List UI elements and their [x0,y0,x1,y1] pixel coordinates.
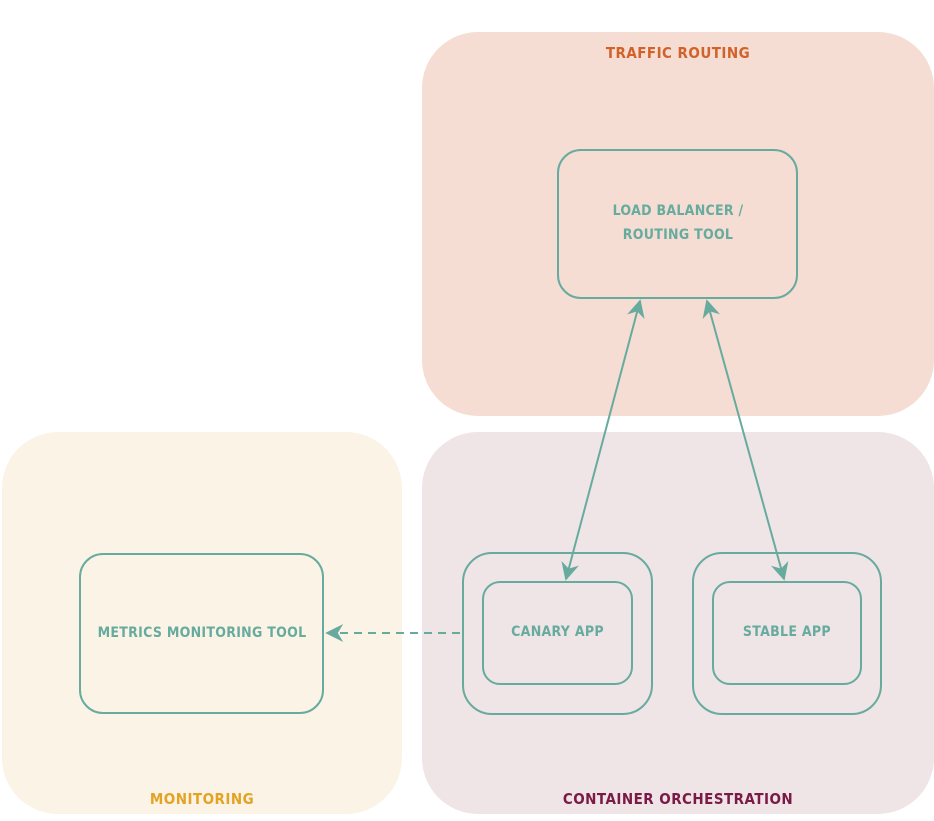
load-balancer-node[interactable]: LOAD BALANCER / ROUTING TOOL [557,149,798,299]
metrics-monitoring-node[interactable]: METRICS MONITORING TOOL [79,553,324,714]
metrics-monitoring-label: METRICS MONITORING TOOL [97,624,306,641]
container-orchestration-title: CONTAINER ORCHESTRATION [562,790,794,808]
traffic-routing-title: TRAFFIC ROUTING [605,44,751,62]
canary-app-container [462,552,653,715]
monitoring-zone: MONITORING [2,432,402,814]
container-orchestration-zone: CONTAINER ORCHESTRATION [422,432,934,814]
monitoring-title: MONITORING [149,790,255,808]
canary-app-node[interactable]: CANARY APP [482,581,633,685]
canary-app-label: CANARY APP [511,624,604,641]
stable-app-label: STABLE APP [742,624,832,641]
load-balancer-label: LOAD BALANCER / ROUTING TOOL [612,203,743,243]
stable-app-node[interactable]: STABLE APP [712,581,862,685]
traffic-routing-zone: TRAFFIC ROUTING [422,32,934,416]
